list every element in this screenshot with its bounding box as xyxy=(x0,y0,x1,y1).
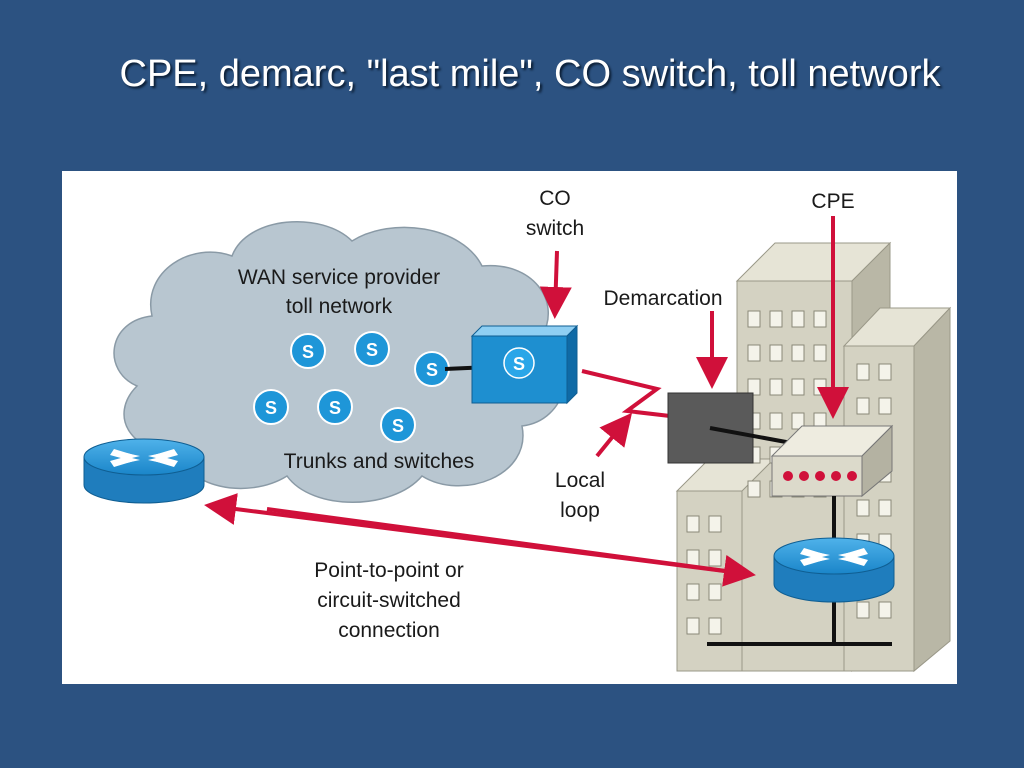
cloud-switch-icon: S xyxy=(317,389,353,425)
cloud-switch-letter: S xyxy=(366,340,378,360)
building-window xyxy=(791,310,805,328)
cpe-device-icon xyxy=(770,424,894,498)
cloud-switch-letter: S xyxy=(392,416,404,436)
demarcation-label: Demarcation xyxy=(603,287,722,310)
cloud-switch-icon: S xyxy=(414,351,450,387)
building-window xyxy=(856,397,870,415)
cloud-switch-letter: S xyxy=(426,360,438,380)
building-window xyxy=(686,549,700,567)
router-left-icon xyxy=(83,438,205,504)
router-right-icon xyxy=(773,537,895,603)
building-window xyxy=(878,397,892,415)
cloud-switch-letter: S xyxy=(302,342,314,362)
building-window xyxy=(813,344,827,362)
cloud-switch-icon: S xyxy=(354,331,390,367)
building-window xyxy=(686,617,700,635)
co-switch-letter: S xyxy=(513,354,525,374)
point-to-point-arrow-left xyxy=(204,493,749,576)
cpe-led xyxy=(815,471,825,481)
cloud-switch-icon: S xyxy=(253,389,289,425)
building-window xyxy=(878,601,892,619)
building-window xyxy=(769,344,783,362)
local-loop-line xyxy=(581,369,671,418)
co-switch-label-line2: switch xyxy=(526,217,584,240)
cpe-led xyxy=(799,471,809,481)
building-window xyxy=(747,310,761,328)
cloud-switch-icon: S xyxy=(290,333,326,369)
diagram-panel: S S S S S S S xyxy=(62,171,957,684)
cloud-switch-letter: S xyxy=(329,398,341,418)
building-window xyxy=(708,515,722,533)
building-window xyxy=(791,378,805,396)
p2p-label-line2: circuit-switched xyxy=(317,589,461,612)
slide-title: CPE, demarc, "last mile", CO switch, tol… xyxy=(119,53,941,95)
cloud-label-line2: toll network xyxy=(286,295,393,318)
cpe-label: CPE xyxy=(811,190,854,213)
building-window xyxy=(856,363,870,381)
building-window xyxy=(878,363,892,381)
building-window xyxy=(747,344,761,362)
building-window xyxy=(769,412,783,430)
p2p-label-line1: Point-to-point or xyxy=(314,559,463,582)
building-window xyxy=(813,310,827,328)
building-window xyxy=(708,617,722,635)
building-window xyxy=(791,344,805,362)
cloud-switch-letter: S xyxy=(265,398,277,418)
building-window xyxy=(791,412,805,430)
cpe-led xyxy=(783,471,793,481)
building-window xyxy=(856,601,870,619)
network-diagram: S S S S S S S xyxy=(83,187,952,673)
building-window xyxy=(747,378,761,396)
cpe-led xyxy=(847,471,857,481)
building-window xyxy=(708,549,722,567)
building-window xyxy=(686,583,700,601)
p2p-label-line3: connection xyxy=(338,619,440,642)
building-window xyxy=(769,310,783,328)
building-window xyxy=(747,480,761,498)
co-switch-arrow xyxy=(539,250,572,319)
cloud-label-line1: WAN service provider xyxy=(238,266,440,289)
building-window xyxy=(856,499,870,517)
local-loop-arrow xyxy=(595,412,633,458)
co-switch-label-line1: CO xyxy=(539,187,571,210)
co-switch-icon: S xyxy=(470,324,579,405)
building-window xyxy=(813,378,827,396)
trunks-label: Trunks and switches xyxy=(284,450,475,473)
local-loop-label-line1: Local xyxy=(555,469,605,492)
building-window xyxy=(708,583,722,601)
demarc-to-cpe-line xyxy=(709,426,798,446)
local-loop-label-line2: loop xyxy=(560,499,600,522)
cloud-switch-icon: S xyxy=(380,407,416,443)
building-window xyxy=(686,515,700,533)
building-window xyxy=(878,499,892,517)
building-window xyxy=(769,378,783,396)
cpe-led xyxy=(831,471,841,481)
